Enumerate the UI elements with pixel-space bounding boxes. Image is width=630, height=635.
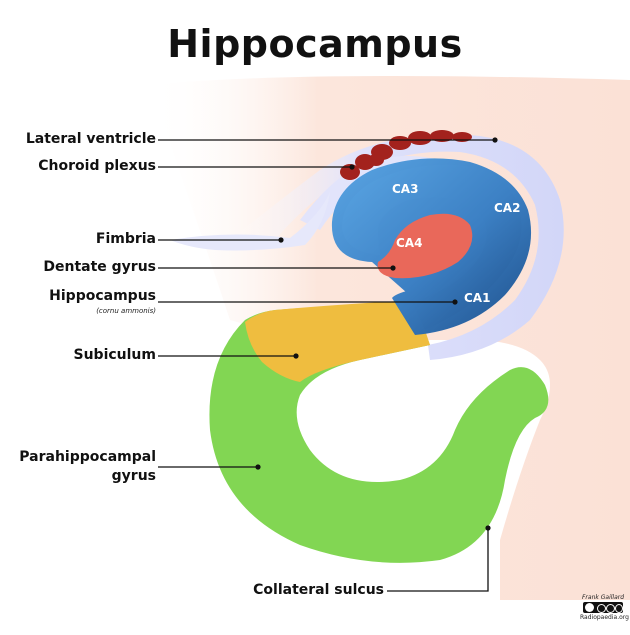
region-label-ca3: CA3	[392, 182, 418, 196]
credit-block: Frank Gaillard Radiopaedia.org	[580, 594, 629, 621]
label-parahippocampal-line1: Parahippocampal	[19, 449, 156, 465]
label-subiculum: Subiculum	[73, 347, 157, 363]
label-fimbria: Fimbria	[95, 231, 156, 247]
credit-site: Radiopaedia.org	[580, 614, 629, 621]
ca-outer-band	[342, 164, 522, 330]
leader-dots	[255, 137, 498, 531]
dentate-gyrus-shape	[377, 213, 473, 279]
label-parahippocampal-line2: gyrus	[111, 468, 156, 484]
label-hippocampus-subtitle: (cornu ammonis)	[96, 307, 156, 315]
fimbria-shape	[170, 192, 330, 251]
label-choroid-plexus: Choroid plexus	[38, 158, 156, 174]
leader-lines	[158, 139, 495, 592]
lateral-ventricle-shape	[230, 134, 564, 360]
page-title: Hippocampus	[167, 22, 463, 66]
subiculum-shape	[245, 300, 430, 382]
label-collateral-sulcus: Collateral sulcus	[253, 582, 384, 598]
label-dentate-gyrus: Dentate gyrus	[43, 259, 156, 275]
leader-collateral-sulcus	[387, 528, 489, 592]
region-label-ca4: CA4	[396, 236, 422, 250]
label-lateral-ventricle: Lateral ventricle	[25, 131, 156, 147]
choroid-plexus-shape	[340, 130, 472, 180]
label-hippocampus: Hippocampus	[49, 288, 156, 304]
region-label-ca2: CA2	[494, 201, 520, 215]
creative-commons-icon	[583, 602, 623, 613]
credit-author: Frank Gaillard	[581, 594, 625, 601]
region-label-ca1: CA1	[464, 291, 490, 305]
